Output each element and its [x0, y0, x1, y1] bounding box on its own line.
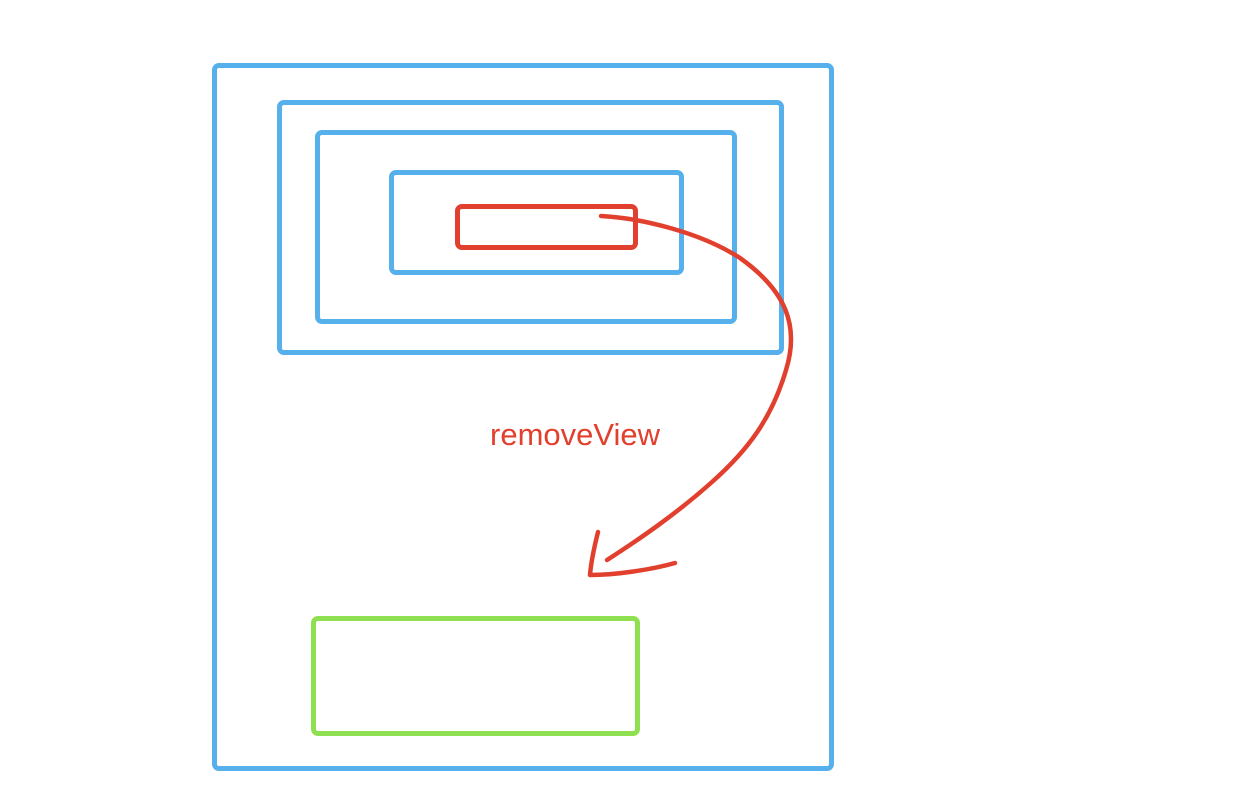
target-view-box: [311, 616, 640, 736]
remove-view-label: removeView: [490, 417, 661, 452]
outer-container-box: [212, 63, 834, 771]
removed-view-box: [455, 204, 638, 250]
